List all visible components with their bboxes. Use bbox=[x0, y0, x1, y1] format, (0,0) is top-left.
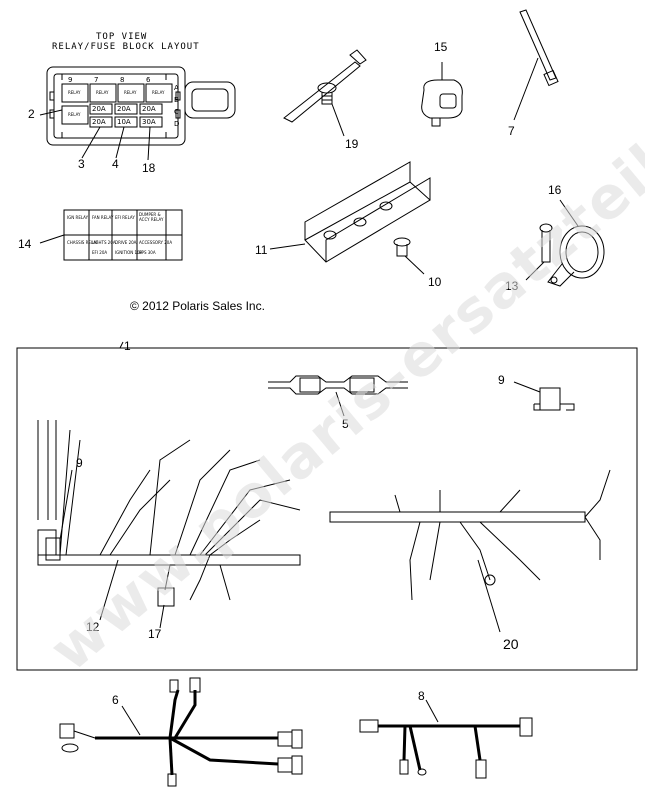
top-number-7: 7 bbox=[94, 76, 99, 84]
decal-cell-8: ACCESSORY 20A bbox=[139, 240, 173, 245]
decal-cell-2: FAN RELAY bbox=[92, 215, 114, 220]
callout-9-right: 9 bbox=[498, 373, 505, 387]
fuse-block-title-line2: RELAY/FUSE BLOCK LAYOUT bbox=[52, 42, 200, 52]
callout-1: 1 bbox=[124, 339, 131, 353]
callout-11: 11 bbox=[255, 243, 268, 257]
callout-18: 18 bbox=[142, 161, 156, 175]
callout-19: 19 bbox=[345, 137, 359, 151]
top-number-9: 9 bbox=[68, 76, 73, 84]
right-harness-drawing bbox=[329, 469, 611, 601]
bolt-13-drawing bbox=[539, 223, 553, 263]
harness-8-drawing bbox=[378, 724, 520, 771]
fuse-r1-3: 20A bbox=[142, 105, 156, 113]
top-number-8: 8 bbox=[120, 76, 125, 84]
harness-6-drawing bbox=[95, 689, 279, 776]
side-letter-b: B bbox=[174, 96, 179, 104]
side-letter-c: C bbox=[174, 108, 179, 116]
callout-14: 14 bbox=[18, 237, 32, 251]
callout-4: 4 bbox=[112, 157, 119, 171]
callout-3: 3 bbox=[78, 157, 85, 171]
top-number-6: 6 bbox=[146, 76, 151, 84]
decal-cell-6: LIGHTS 20A bbox=[92, 240, 116, 245]
copyright-text: © 2012 Polaris Sales Inc. bbox=[130, 299, 265, 313]
decal-cell-1: IGN RELAY bbox=[67, 215, 89, 220]
callout-7: 7 bbox=[508, 124, 515, 138]
relay-label-2: RELAY bbox=[96, 90, 109, 95]
callout-16: 16 bbox=[548, 183, 562, 197]
relay-label-3: RELAY bbox=[124, 90, 137, 95]
fuse-block-title-line1: TOP VIEW bbox=[96, 32, 148, 42]
cable-tie-mount-drawing bbox=[283, 49, 367, 123]
fuse-r1-2: 20A bbox=[117, 105, 131, 113]
screw-10-drawing bbox=[393, 237, 411, 257]
decal-cell-7: DRIVE 20A bbox=[115, 240, 137, 245]
callout-5: 5 bbox=[342, 417, 349, 431]
callout-12: 12 bbox=[86, 620, 100, 634]
callout-8: 8 bbox=[418, 689, 425, 703]
callout-17: 17 bbox=[148, 627, 162, 641]
callout-10: 10 bbox=[428, 275, 442, 289]
callout-15: 15 bbox=[434, 40, 448, 54]
fuse-r2-2: 10A bbox=[117, 118, 131, 126]
connector-15-drawing bbox=[421, 79, 463, 127]
clamp-drawing bbox=[547, 225, 605, 287]
side-letter-d: D bbox=[174, 120, 180, 128]
decal-cell-3: EFI RELAY bbox=[115, 215, 135, 220]
decal-cell-10: IGNITION 10A bbox=[115, 250, 143, 255]
terminator-drawing bbox=[533, 387, 575, 411]
decal-cell-11: EPS 30A bbox=[139, 250, 156, 255]
relay-label-4: RELAY bbox=[152, 90, 165, 95]
side-letter-a: A bbox=[174, 84, 179, 92]
cable-tie-drawing bbox=[519, 9, 559, 87]
callout-2: 2 bbox=[28, 107, 35, 121]
callout-6: 6 bbox=[112, 693, 119, 707]
inline-fuse-drawing bbox=[268, 375, 408, 395]
relay-label-1: RELAY bbox=[68, 90, 81, 95]
main-harness-frame bbox=[16, 347, 638, 671]
fuse-r2-1: 20A bbox=[92, 118, 106, 126]
left-harness-drawing bbox=[37, 420, 301, 607]
bracket-drawing bbox=[304, 161, 431, 263]
fuse-r2-3: 30A bbox=[142, 118, 156, 126]
decal-cell-5: CHASSIS RELAY bbox=[67, 240, 99, 245]
decal-cell-4: DUMPER & ACCY RELAY bbox=[139, 212, 164, 222]
fuse-block-drawing bbox=[46, 66, 236, 146]
fuse-r1-1: 20A bbox=[92, 105, 106, 113]
decal-cell-9: EFI 20A bbox=[92, 250, 108, 255]
relay-label-5: RELAY bbox=[68, 112, 81, 117]
fuse-decal-drawing bbox=[63, 209, 183, 261]
callout-20: 20 bbox=[503, 636, 519, 652]
callout-13: 13 bbox=[505, 279, 519, 293]
callout-9-left: 9 bbox=[76, 456, 83, 470]
